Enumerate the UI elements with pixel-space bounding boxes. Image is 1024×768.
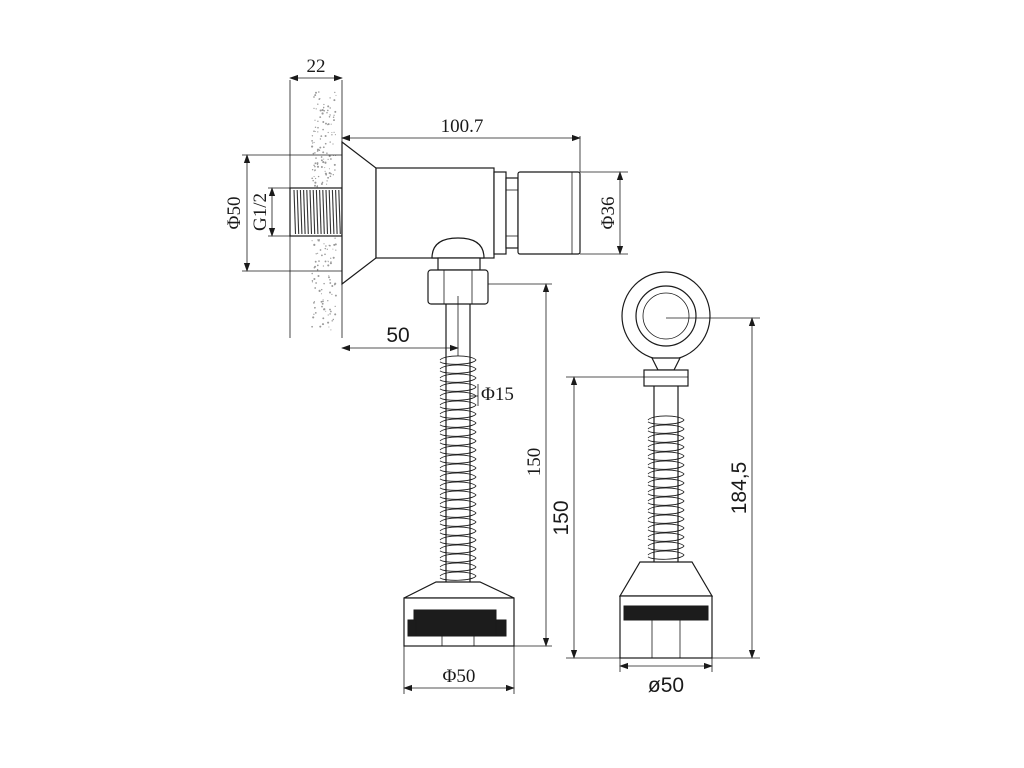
dim-label-phi15: Φ15: [481, 384, 514, 405]
dim-label-184-5: 184,5: [728, 462, 751, 515]
dim-base-diameter-front: ø50: [619, 658, 713, 697]
dim-button-diameter: Φ36: [580, 171, 628, 255]
dim-label-50-offset: 50: [386, 324, 409, 347]
dim-outlet-offset: 50: [341, 296, 459, 356]
front-spring-guard: [647, 415, 685, 560]
dim-label-150-front: 150: [550, 500, 573, 535]
dim-body-length: 100.7: [341, 116, 581, 172]
side-view: 22 100.7 Φ50 G1/2 Φ36: [224, 56, 628, 694]
dim-pipe-length-front: 150: [550, 376, 688, 659]
outlet-nut: [427, 237, 489, 305]
dim-label-100-7: 100.7: [441, 116, 484, 137]
base-cup: [403, 581, 515, 647]
dim-label-phi50-body: Φ50: [224, 197, 245, 230]
front-base-cup: [618, 561, 714, 659]
dim-label-22: 22: [307, 56, 326, 77]
dim-label-phi36: Φ36: [598, 197, 619, 230]
dim-pipe-length-side: 150: [488, 283, 552, 647]
dim-label-o50: ø50: [648, 674, 684, 697]
front-button-ring: [621, 271, 711, 371]
dim-pipe-diameter: Φ15: [470, 384, 514, 406]
dim-label-g12: G1/2: [250, 193, 271, 231]
dim-total-height-front: 184,5: [666, 317, 760, 659]
dim-label-phi50-base: Φ50: [443, 666, 476, 687]
front-collar: [643, 369, 689, 387]
front-pipe: [647, 386, 685, 562]
front-view: 150 184,5 ø50: [550, 271, 760, 697]
valve-body: [341, 140, 581, 286]
dim-wall-thickness: 22: [289, 56, 343, 82]
spring-guard: [439, 355, 477, 581]
dim-label-150-side: 150: [524, 448, 545, 477]
thread-nipple: [289, 187, 343, 237]
dim-base-diameter-side: Φ50: [403, 646, 515, 694]
dim-thread: G1/2: [250, 187, 290, 237]
dim-body-diameter: Φ50: [224, 154, 342, 272]
